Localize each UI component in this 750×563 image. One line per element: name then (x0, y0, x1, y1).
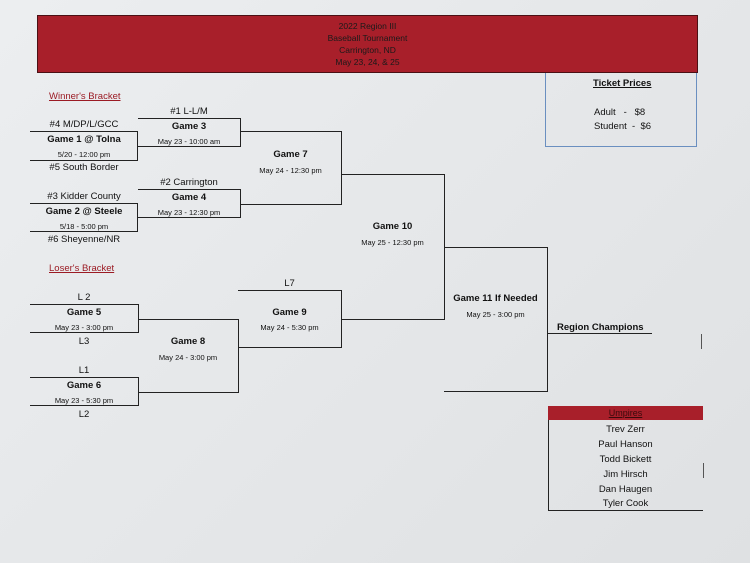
umpire-name: Todd Bickett (599, 454, 652, 465)
header-dates: May 23, 24, & 25 (335, 57, 400, 67)
game4-time: May 23 - 12:30 pm (157, 208, 221, 217)
game5-name: Game 5 (66, 307, 102, 318)
game9-time: May 24 - 5:30 pm (260, 323, 319, 332)
game7-top-line (240, 131, 341, 132)
game6-team-bottom: L2 (78, 409, 90, 420)
game10-name: Game 10 (372, 221, 413, 232)
ticket-price-student: Student - $6 (594, 121, 652, 132)
game4-top-line (138, 189, 240, 190)
umpire-name: Paul Hanson (598, 439, 653, 450)
game3-seed: #1 L-L/M (170, 106, 208, 117)
game6-time: May 23 - 5:30 pm (54, 396, 114, 405)
game9-team-top: L7 (284, 278, 295, 289)
game2-top-line (30, 203, 138, 204)
page-mark (701, 334, 702, 349)
umpire-name: Dan Haugen (598, 484, 653, 495)
game1-bottom-line (30, 160, 138, 161)
game10-time: May 25 - 12:30 pm (361, 238, 424, 247)
page-mark-2 (703, 463, 704, 478)
ticket-price-adult: Adult - $8 (594, 107, 646, 118)
game3-bottom-line (138, 146, 240, 147)
game2-bottom-line (30, 231, 138, 232)
game4-seed: #2 Carrington (160, 177, 218, 188)
champion-line (547, 333, 652, 334)
game2-team-bottom: #6 Sheyenne/NR (47, 234, 121, 245)
ticket-prices-box (545, 73, 697, 147)
game5-connector (138, 304, 139, 333)
game4-connector (240, 189, 241, 218)
game2-time: 5/18 - 5:00 pm (59, 222, 109, 231)
game1-name: Game 1 @ Tolna (47, 134, 121, 145)
game3-time: May 23 - 10:00 am (157, 137, 221, 146)
game7-connector (341, 131, 342, 205)
game8-time: May 24 - 3:00 pm (158, 353, 218, 362)
game1-time: 5/20 - 12:00 pm (57, 150, 111, 159)
game1-team-bottom: #5 South Border (49, 162, 119, 173)
game11-time: May 25 - 3:00 pm (466, 310, 525, 319)
header-title: 2022 Region III (338, 21, 397, 31)
game2-connector (137, 203, 138, 232)
game6-team-top: L1 (78, 365, 90, 376)
game3-name: Game 3 (171, 121, 207, 132)
game1-top-line (30, 131, 138, 132)
game8-connector (238, 319, 239, 393)
umpire-name: Trev Zerr (606, 424, 645, 435)
game5-team-top: L 2 (77, 292, 91, 303)
losers-bracket-label: Loser's Bracket (49, 263, 115, 274)
game6-bottom-line (30, 405, 138, 406)
game5-top-line (30, 304, 138, 305)
game5-bottom-line (30, 332, 138, 333)
game7-bottom-line (240, 204, 341, 205)
winners-bracket-label: Winner's Bracket (49, 91, 121, 102)
game3-connector (240, 118, 241, 147)
game5-team-bottom: L3 (78, 336, 90, 347)
game2-team-top: #3 Kidder County (47, 191, 121, 202)
game8-top-line (138, 319, 238, 320)
game11-name: Game 11 If Needed (453, 293, 538, 304)
game9-bottom-line (238, 347, 341, 348)
game5-time: May 23 - 3:00 pm (54, 323, 114, 332)
game7-name: Game 7 (273, 149, 308, 160)
game10-top-line (341, 174, 444, 175)
game6-connector (138, 377, 139, 406)
header-location: Carrington, ND (339, 45, 396, 55)
game3-top-line (138, 118, 240, 119)
game4-name: Game 4 (171, 192, 207, 203)
umpire-name: Tyler Cook (602, 498, 649, 509)
region-champions-label: Region Champions (557, 322, 644, 333)
game9-name: Game 9 (272, 307, 307, 318)
umpires-title: Umpires (548, 406, 703, 420)
game8-name: Game 8 (170, 336, 206, 347)
ticket-prices-title: Ticket Prices (593, 78, 652, 89)
header-subtitle: Baseball Tournament (327, 33, 408, 43)
game1-team-top: #4 M/DP/L/GCC (49, 119, 119, 130)
game11-bottom-line (444, 391, 547, 392)
game4-bottom-line (138, 217, 240, 218)
game6-name: Game 6 (66, 380, 102, 391)
game6-top-line (30, 377, 138, 378)
game2-name: Game 2 @ Steele (45, 206, 123, 217)
game10-bottom-line (341, 319, 444, 320)
game7-time: May 24 - 12:30 pm (259, 166, 322, 175)
game9-connector (341, 290, 342, 348)
game9-top-line (238, 290, 341, 291)
game11-connector (547, 247, 548, 392)
game8-bottom-line (138, 392, 238, 393)
game1-connector (137, 131, 138, 161)
umpire-name: Jim Hirsch (603, 469, 648, 480)
header-banner: 2022 Region III Baseball Tournament Carr… (37, 15, 698, 73)
umpires-box (548, 406, 703, 511)
game11-top-line (444, 247, 547, 248)
